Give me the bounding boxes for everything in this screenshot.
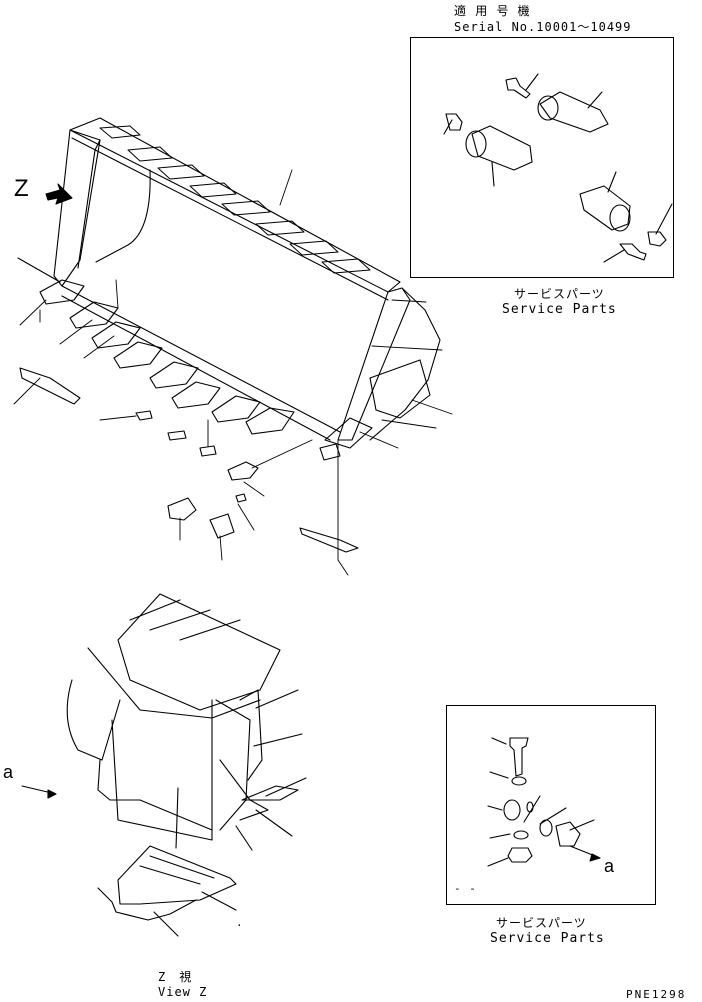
service-parts-top-en: Service Parts [502,302,617,317]
service-parts-bottom-items [488,738,594,866]
service-parts-top-jp: サービスパーツ [514,287,605,301]
applicable-serial-label-jp: 適 用 号 機 [454,4,531,18]
view-z-arrow-icon [46,184,72,204]
service-parts-bottom-dash: - - [454,882,477,895]
service-parts-bottom-jp: サービスパーツ [496,916,587,930]
view-z-caption-en: View Z [158,985,208,999]
arrow-a-right-icon [570,846,600,861]
service-parts-top-items [444,74,672,262]
view-z-caption-jp: Z 視 [158,970,193,984]
arrow-a-left-icon [22,786,56,798]
arrow-a-left-label: a [3,762,14,782]
service-parts-frame-top [410,37,674,278]
bucket-teeth [40,280,294,434]
service-parts-frame-bottom [446,705,656,905]
arrow-a-right-label: a [604,856,615,876]
view-z-marker-letter: Z [14,175,29,202]
serial-number-range: Serial No.10001～10499 [454,20,632,34]
leader-lines-top [14,170,452,575]
bucket-view-z [67,594,306,936]
stray-mark: . [236,916,244,929]
drawing-code: PNE1298 [626,988,687,1001]
service-parts-bottom-en: Service Parts [490,931,605,946]
bucket-assembly-top [18,118,440,552]
